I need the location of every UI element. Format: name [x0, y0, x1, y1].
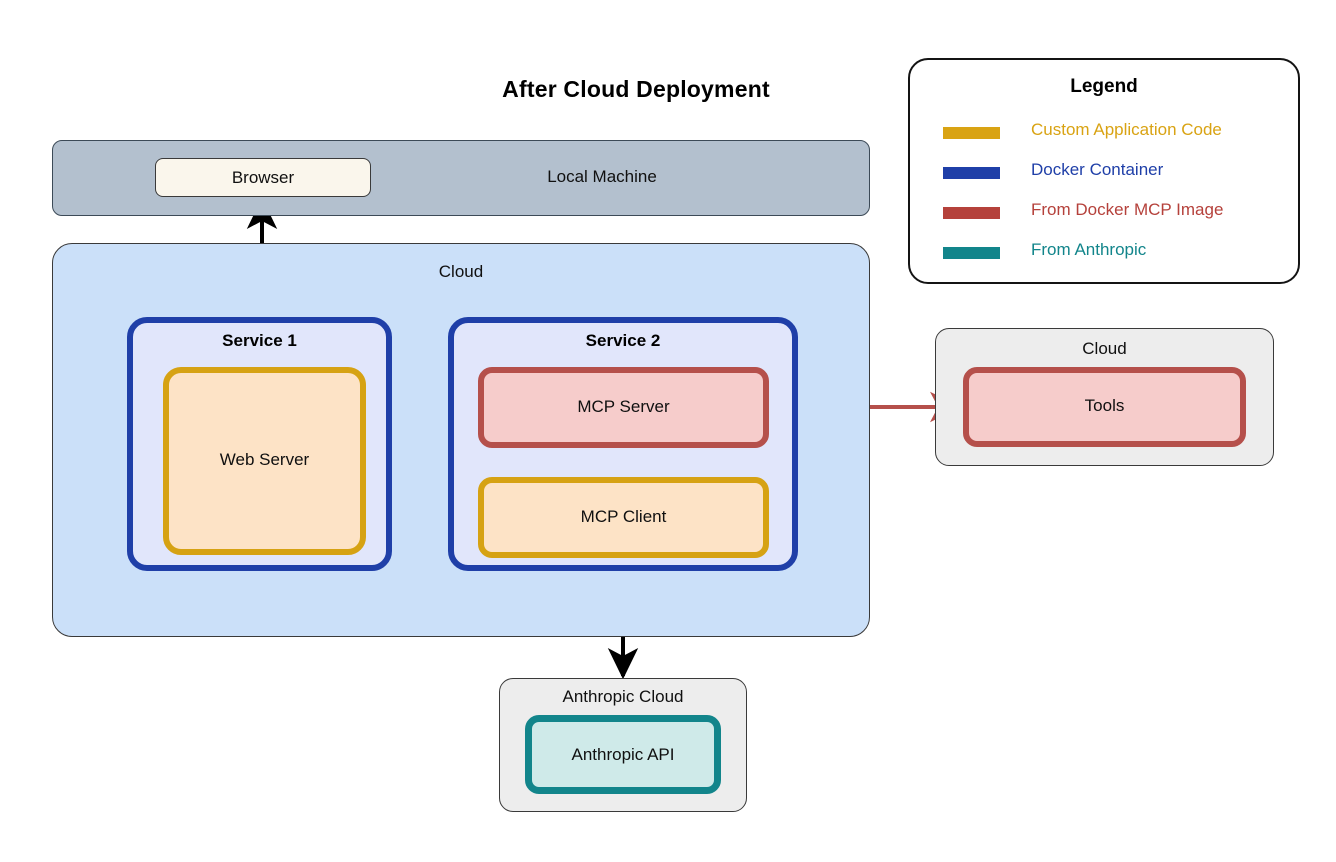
web-server-label: Web Server: [219, 450, 310, 469]
legend-item-label: Docker Container: [1031, 160, 1164, 179]
legend-item: From Docker MCP Image: [943, 200, 1283, 226]
legend-item: From Anthropic: [943, 240, 1283, 266]
mcp-client-box[interactable]: [478, 477, 769, 558]
legend-item: Custom Application Code: [943, 120, 1283, 146]
tools-cloud-label: Cloud: [1082, 339, 1127, 358]
anthropic-api-box[interactable]: [525, 715, 721, 794]
page-title: After Cloud Deployment: [502, 76, 770, 102]
cloud-label: Cloud: [438, 262, 484, 281]
mcp-client-label: MCP Client: [580, 507, 667, 526]
legend-title: Legend: [1070, 76, 1138, 97]
legend-swatch-icon: [943, 167, 1000, 179]
tools-label: Tools: [1084, 396, 1125, 415]
anthropic-cloud-label: Anthropic Cloud: [562, 687, 684, 706]
service-1-label: Service 1: [222, 331, 297, 350]
legend-swatch-icon: [943, 207, 1000, 219]
service-2-label: Service 2: [585, 331, 661, 350]
browser-box[interactable]: [155, 158, 371, 197]
mcp-server-label: MCP Server: [577, 397, 670, 416]
legend-swatch-icon: [943, 127, 1000, 139]
legend-item-label: From Docker MCP Image: [1031, 200, 1224, 219]
mcp-server-box[interactable]: [478, 367, 769, 448]
legend-item-label: Custom Application Code: [1031, 120, 1222, 139]
anthropic-api-label: Anthropic API: [571, 745, 675, 764]
local-machine-label: Local Machine: [547, 167, 657, 186]
legend-item-label: From Anthropic: [1031, 240, 1147, 259]
web-server-box[interactable]: [163, 367, 366, 555]
tools-box[interactable]: [963, 367, 1246, 447]
legend-swatch-icon: [943, 247, 1000, 259]
legend-item: Docker Container: [943, 160, 1283, 186]
browser-label: Browser: [231, 168, 295, 187]
